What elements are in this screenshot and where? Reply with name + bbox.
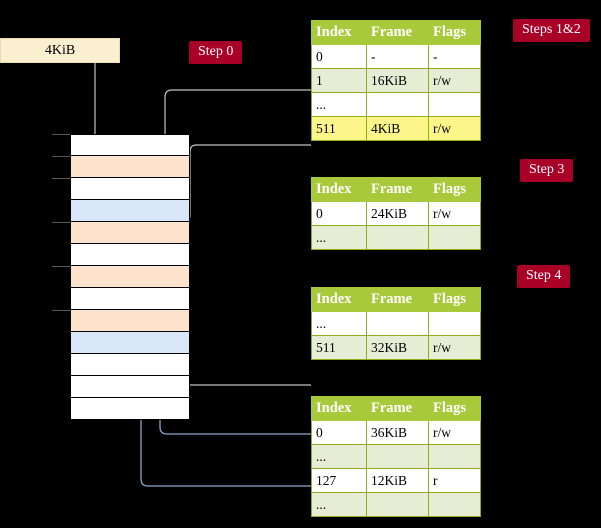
badge-step-0-label: Step 0 <box>198 44 234 59</box>
cell-frame: 24KiB <box>366 201 429 226</box>
cell-flags: r/w <box>428 420 481 445</box>
badge-step-4: Step 4 <box>517 265 571 288</box>
memory-frame-row <box>70 354 190 376</box>
cell-flags <box>428 92 481 117</box>
badge-steps-1-and-2: Steps 1&2 <box>513 19 590 42</box>
cell-flags: r <box>428 468 481 493</box>
source-frame-label: 4KiB <box>44 43 76 58</box>
cell-frame: 16KiB <box>366 68 429 93</box>
memory-row-tick <box>52 222 70 223</box>
cell-frame: 12KiB <box>366 468 429 493</box>
memory-frame-row <box>70 156 190 178</box>
cell-index: 127 <box>311 468 367 493</box>
cell-flags <box>428 225 481 250</box>
memory-frame-row <box>70 266 190 288</box>
column-header-index: Index <box>311 396 367 421</box>
cell-flags: - <box>428 44 481 69</box>
badge-step-3: Step 3 <box>520 159 574 182</box>
badge-step-3-label: Step 3 <box>529 162 565 177</box>
memory-frame-row <box>70 332 190 354</box>
memory-row-tick <box>52 156 70 157</box>
memory-frame-row <box>70 178 190 200</box>
column-header-frame: Frame <box>366 177 429 202</box>
cell-frame <box>366 492 429 517</box>
cell-flags: r/w <box>428 335 481 360</box>
column-header-index: Index <box>311 20 367 45</box>
column-header-frame: Frame <box>366 396 429 421</box>
cell-flags: r/w <box>428 201 481 226</box>
cell-frame <box>366 444 429 469</box>
memory-frame-row <box>70 310 190 332</box>
memory-frame-row <box>70 288 190 310</box>
cell-frame <box>366 311 429 336</box>
memory-row-tick <box>52 134 70 135</box>
column-header-index: Index <box>311 177 367 202</box>
cell-index: 0 <box>311 44 367 69</box>
page-table-entry-row: ... <box>311 444 481 469</box>
cell-frame: - <box>366 44 429 69</box>
cell-frame <box>366 92 429 117</box>
cell-index: 0 <box>311 420 367 445</box>
column-header-flags: Flags <box>428 20 481 45</box>
badge-step-0: Step 0 <box>189 41 243 64</box>
cell-frame: 32KiB <box>366 335 429 360</box>
cell-index: ... <box>311 444 367 469</box>
page-table-entry-row: 0-- <box>311 44 481 69</box>
memory-frame-row <box>70 244 190 266</box>
physical-memory-grid <box>52 134 190 420</box>
memory-frame-row <box>70 376 190 398</box>
page-table-entry-row: ... <box>311 311 481 336</box>
cell-frame: 36KiB <box>366 420 429 445</box>
cell-flags: r/w <box>428 116 481 141</box>
memory-frame-row <box>70 134 190 156</box>
memory-row-tick <box>52 178 70 179</box>
column-header-flags: Flags <box>428 396 481 421</box>
memory-frame-row <box>70 398 190 420</box>
column-header-frame: Frame <box>366 287 429 312</box>
column-header-index: Index <box>311 287 367 312</box>
cell-index: 0 <box>311 201 367 226</box>
cell-index: 1 <box>311 68 367 93</box>
cell-index: ... <box>311 311 367 336</box>
page-table-entry-row: ... <box>311 492 481 517</box>
cell-flags <box>428 311 481 336</box>
cell-flags <box>428 444 481 469</box>
badge-steps-1-and-2-label: Steps 1&2 <box>522 22 581 37</box>
cell-index: ... <box>311 492 367 517</box>
cell-flags: r/w <box>428 68 481 93</box>
badge-step-4-label: Step 4 <box>526 268 562 283</box>
memory-row-tick <box>52 266 70 267</box>
cell-frame: 4KiB <box>366 116 429 141</box>
source-frame-box: 4KiB <box>0 38 120 63</box>
page-table-entry-row: ... <box>311 92 481 117</box>
memory-row-tick <box>52 310 70 311</box>
page-table-entry-row: ... <box>311 225 481 250</box>
cell-index: ... <box>311 92 367 117</box>
cell-index: ... <box>311 225 367 250</box>
column-header-flags: Flags <box>428 287 481 312</box>
cell-index: 511 <box>311 335 367 360</box>
cell-flags <box>428 492 481 517</box>
memory-frame-row <box>70 200 190 222</box>
column-header-flags: Flags <box>428 177 481 202</box>
column-header-frame: Frame <box>366 20 429 45</box>
cell-index: 511 <box>311 116 367 141</box>
memory-frame-row <box>70 222 190 244</box>
cell-frame <box>366 225 429 250</box>
